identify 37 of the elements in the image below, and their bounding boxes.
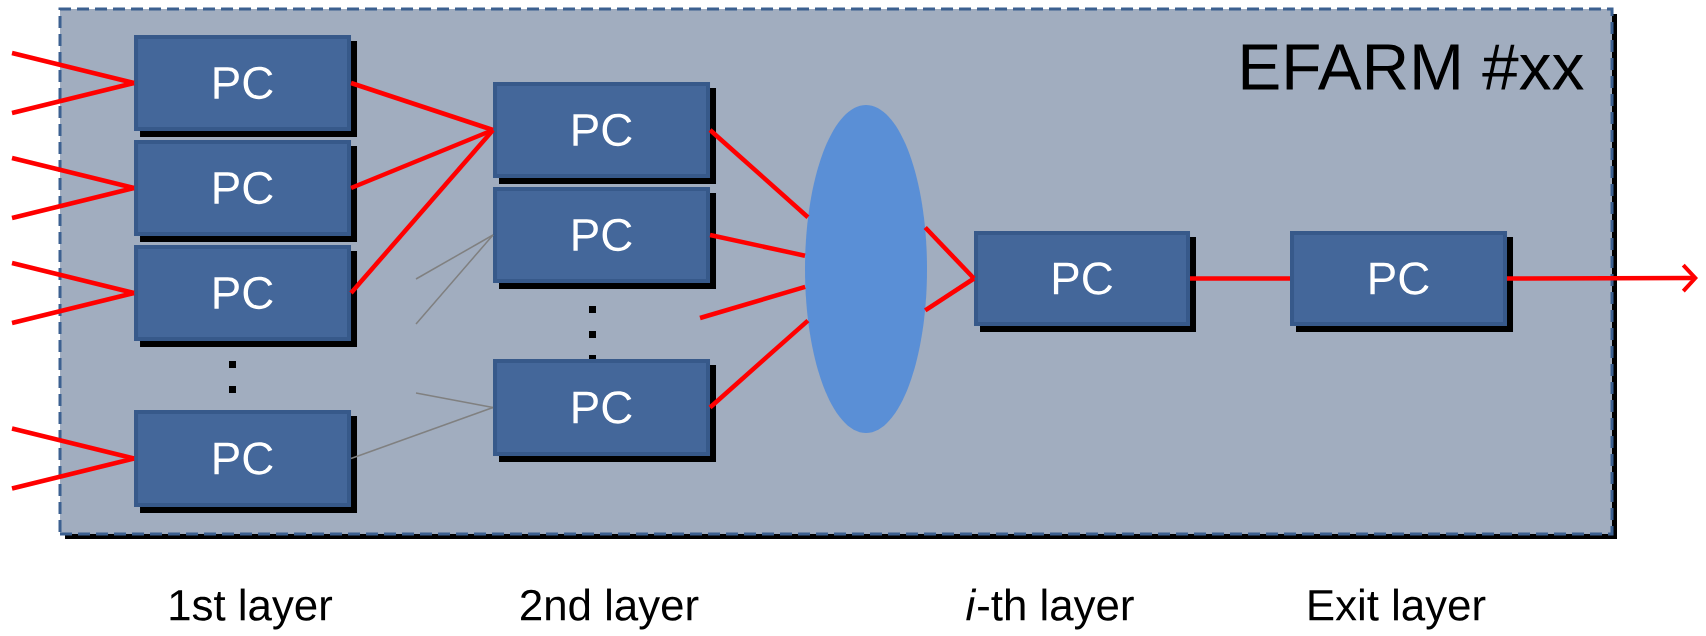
connector-line: [699, 284, 806, 321]
cluster-ellipse: [805, 105, 927, 433]
connector-line: [349, 128, 495, 295]
connector-line: [11, 456, 135, 491]
connector-line: [11, 80, 135, 116]
layer-label: 2nd layer: [521, 588, 699, 630]
connector-line: [350, 127, 494, 191]
connector-line: [415, 234, 494, 280]
pc-box: PC: [974, 231, 1196, 332]
connector-line: [1190, 276, 1290, 281]
connector-line: [11, 290, 135, 326]
pc-box: PC: [1290, 231, 1513, 332]
connector-line: [11, 426, 135, 461]
connector-line: [415, 234, 494, 325]
pc-box: PC: [134, 35, 357, 137]
pc-box: PC: [134, 410, 357, 513]
connector-line: [11, 260, 135, 296]
connector-line: [1507, 263, 1698, 293]
pc-box: PC: [493, 82, 716, 184]
connector-line: [11, 50, 135, 86]
pc-box: PC: [134, 140, 357, 242]
pc-box: PC: [493, 359, 716, 462]
connector-line: [350, 406, 494, 460]
connector-line: [11, 185, 135, 221]
pc-box: PC: [493, 187, 716, 289]
connector-line: [709, 232, 806, 258]
connector-line: [415, 392, 494, 409]
connector-line: [708, 318, 810, 410]
connector-line: [708, 128, 810, 219]
pc-box: PC: [134, 245, 357, 347]
connector-line: [923, 225, 976, 281]
connector-line: [924, 276, 976, 313]
layer-label: Exit layer: [1309, 588, 1486, 630]
connector-line: [350, 80, 494, 133]
layer-label: 1st layer: [170, 588, 333, 630]
connector-line: [11, 155, 135, 191]
layer-label: i-th layer: [966, 588, 1134, 630]
